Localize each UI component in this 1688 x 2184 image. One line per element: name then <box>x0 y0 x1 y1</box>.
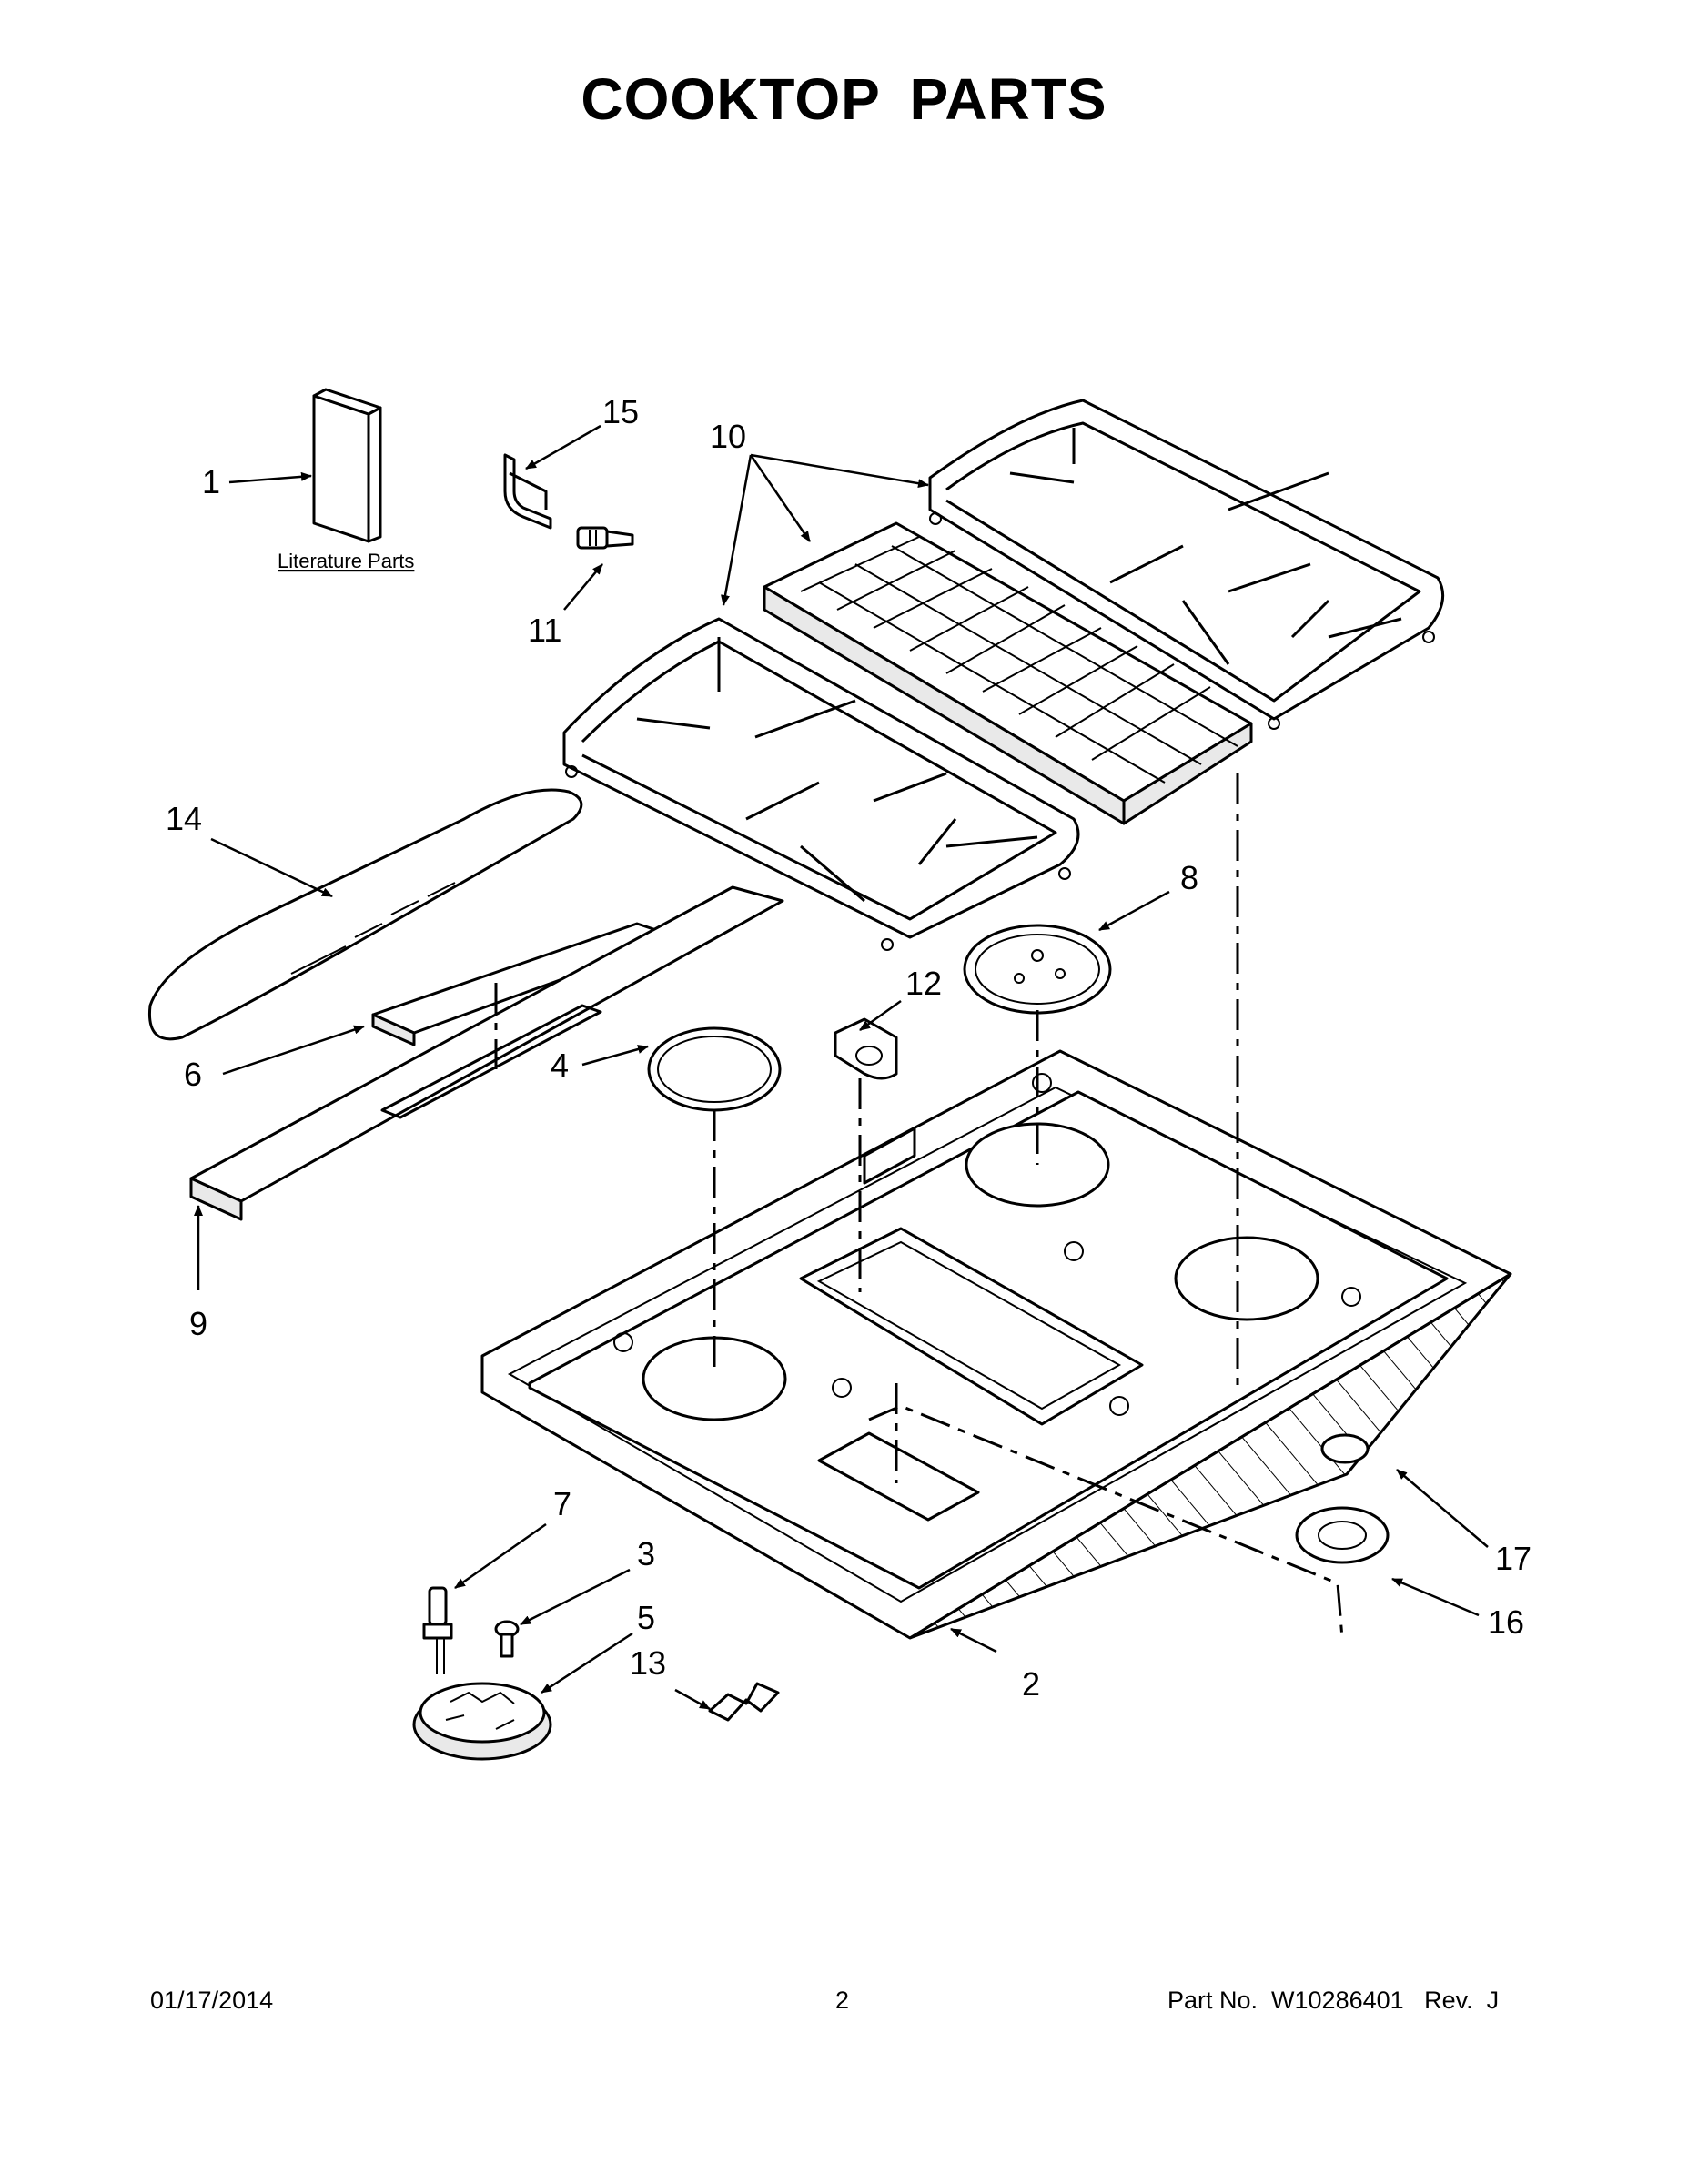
burner-trim-ring <box>1295 1506 1390 1564</box>
mounting-clip <box>708 1682 780 1722</box>
front-panel <box>189 885 784 1221</box>
callout-15: 15 <box>602 393 639 430</box>
burner-base <box>412 1682 552 1761</box>
small-burner-cap <box>1320 1433 1370 1464</box>
callout-12: 12 <box>905 965 942 1002</box>
callout-6: 6 <box>184 1056 202 1093</box>
leader-arrows <box>194 424 1489 1711</box>
center-griddle-grate <box>763 521 1253 825</box>
alignment-lines <box>494 774 1344 1639</box>
literature-booklet <box>312 388 382 543</box>
callout-5: 5 <box>637 1599 655 1636</box>
callout-8: 8 <box>1180 859 1198 896</box>
vent-trim <box>147 788 583 1041</box>
callout-14: 14 <box>166 800 202 837</box>
footer-date: 01/17/2014 <box>150 1987 274 2014</box>
spark-ignitor <box>422 1586 453 1674</box>
burner-screw <box>494 1620 520 1658</box>
ignitor-switch <box>834 1017 898 1080</box>
screw <box>576 526 634 550</box>
callout-4: 4 <box>551 1046 569 1084</box>
callout-7: 7 <box>553 1485 571 1522</box>
left-burner-grate <box>562 617 1080 951</box>
right-burner-grate <box>928 399 1445 730</box>
callout-labels: 1 2 3 4 5 6 7 8 9 10 11 12 13 14 15 16 1… <box>166 393 1531 1703</box>
footer-part-number: Part No. W10286401 Rev. J <box>1167 1987 1500 2014</box>
callout-2: 2 <box>1022 1665 1040 1703</box>
callout-10: 10 <box>710 418 746 455</box>
burner-cap-plate <box>963 924 1112 1015</box>
callout-13: 13 <box>630 1644 666 1682</box>
grate-bracket <box>503 453 552 530</box>
cooktop-main-panel <box>480 1049 1512 1640</box>
callout-9: 9 <box>189 1305 207 1342</box>
page-title: COOKTOP PARTS <box>581 66 1107 132</box>
callout-11: 11 <box>528 612 561 649</box>
literature-parts-label: Literature Parts <box>278 550 414 572</box>
callout-17: 17 <box>1495 1540 1531 1577</box>
footer-page-number: 2 <box>835 1987 850 2014</box>
callout-1: 1 <box>202 463 220 500</box>
burner-gasket-ring <box>647 1026 782 1112</box>
callout-16: 16 <box>1488 1603 1524 1641</box>
callout-3: 3 <box>637 1535 655 1572</box>
